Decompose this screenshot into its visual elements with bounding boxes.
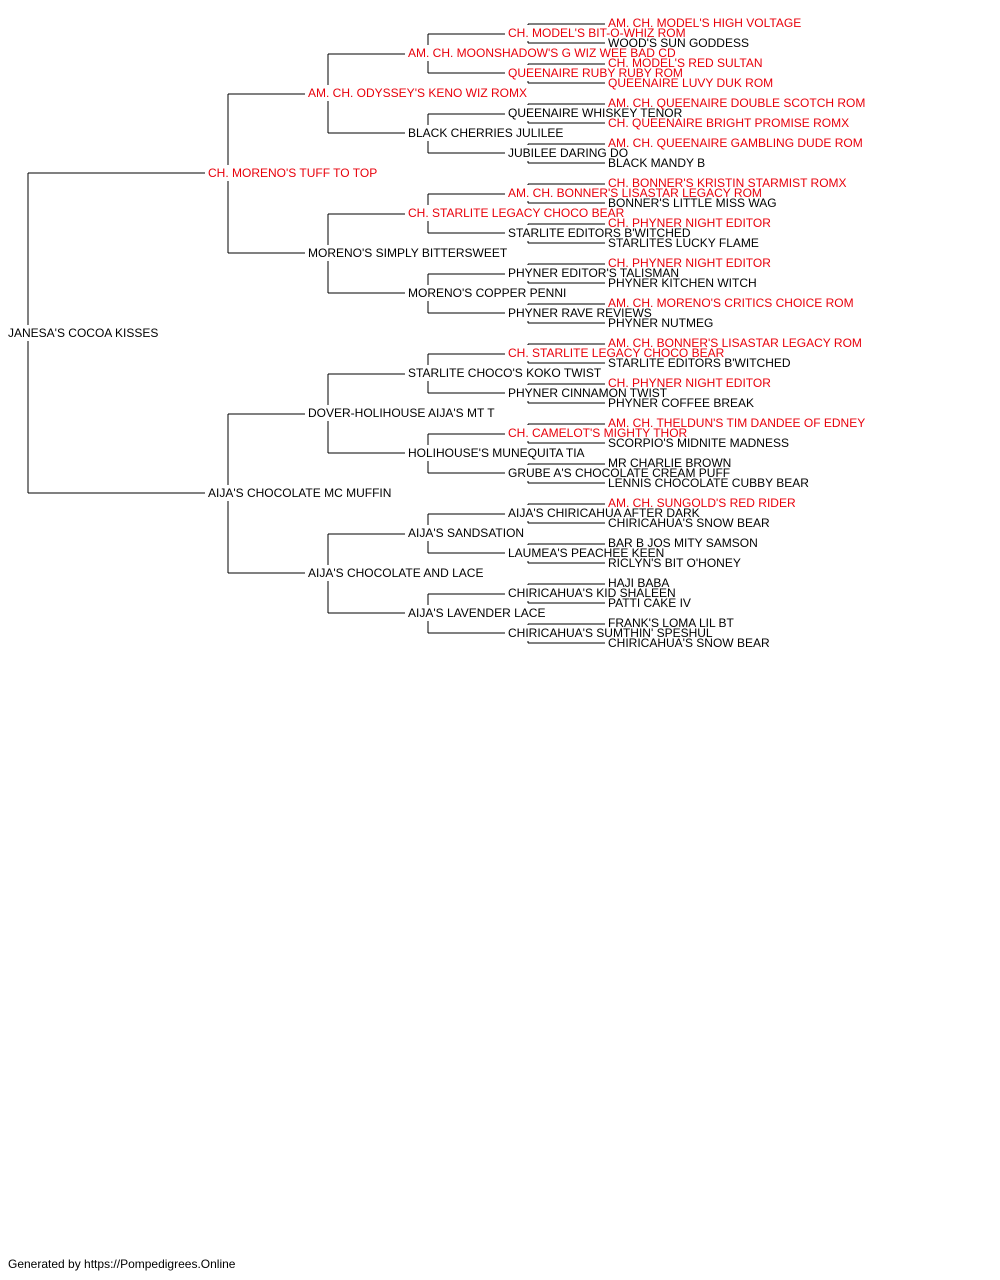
ancestor-name: BAR B JOS MITY SAMSON [608,536,758,550]
ancestor-name: PHYNER RAVE REVIEWS [508,306,652,320]
ancestor-name: FRANK'S LOMA LIL BT [608,616,734,630]
ancestor-name: QUEENAIRE LUVY DUK ROM [608,76,774,90]
ancestor-name: AM. CH. QUEENAIRE DOUBLE SCOTCH ROM [608,96,866,110]
ancestor-name: AM. CH. MODEL'S HIGH VOLTAGE [608,16,802,30]
ancestor-name: AIJA'S CHOCOLATE AND LACE [308,566,484,580]
ancestor-name: RICLYN'S BIT O'HONEY [608,556,741,570]
ancestor-name: AM. CH. MOONSHADOW'S G WIZ WEE BAD CD [408,46,676,60]
ancestor-name: CH. PHYNER NIGHT EDITOR [608,256,771,270]
ancestor-name: MORENO'S COPPER PENNI [408,286,567,300]
ancestor-name: AM. CH. ODYSSEY'S KENO WIZ ROMX [308,86,527,100]
ancestor-name: PATTI CAKE IV [608,596,691,610]
ancestor-name: JUBILEE DARING DO [508,146,629,160]
ancestor-name: AIJA'S SANDSATION [408,526,525,540]
ancestor-name: AM. CH. QUEENAIRE GAMBLING DUDE ROM [608,136,863,150]
ancestor-name: PHYNER KITCHEN WITCH [608,276,757,290]
ancestor-name: CH. PHYNER NIGHT EDITOR [608,216,771,230]
ancestor-name: CH. STARLITE LEGACY CHOCO BEAR [408,206,625,220]
ancestor-name: HAJI BABA [608,576,670,590]
ancestor-name: AM. CH. THELDUN'S TIM DANDEE OF EDNEY [608,416,866,430]
ancestor-name: PHYNER NUTMEG [608,316,714,330]
ancestor-name: CH. CAMELOT'S MIGHTY THOR [508,426,688,440]
ancestor-name: AIJA'S LAVENDER LACE [408,606,546,620]
ancestor-name: AIJA'S CHOCOLATE MC MUFFIN [208,486,392,500]
ancestor-name: AM. CH. SUNGOLD'S RED RIDER [608,496,796,510]
ancestor-name: CH. MODEL'S RED SULTAN [608,56,763,70]
ancestor-name: LAUMEA'S PEACHEE KEEN [508,546,665,560]
ancestor-name: BONNER'S LITTLE MISS WAG [608,196,777,210]
ancestor-name: CHIRICAHUA'S SNOW BEAR [608,516,770,530]
ancestor-name: AIJA'S CHIRICAHUA AFTER DARK [508,506,700,520]
ancestor-name: AM. CH. BONNER'S LISASTAR LEGACY ROM [508,186,762,200]
ancestor-name: WOOD'S SUN GODDESS [608,36,749,50]
ancestor-name: STARLITE CHOCO'S KOKO TWIST [408,366,602,380]
ancestor-name: BLACK MANDY B [608,156,706,170]
ancestor-name: STARLITES LUCKY FLAME [608,236,759,250]
ancestor-name: CHIRICAHUA'S KID SHALEEN [508,586,676,600]
ancestor-name: QUEENAIRE RUBY RUBY ROM [508,66,683,80]
ancestor-name: STARLITE EDITORS B'WITCHED [508,226,691,240]
ancestor-name: CHIRICAHUA'S SUMTHIN' SPESHUL [508,626,713,640]
footer-credit: Generated by https://Pompedigrees.Online [8,1257,236,1271]
ancestor-name: CH. QUEENAIRE BRIGHT PROMISE ROMX [608,116,850,130]
ancestor-name: AM. CH. MORENO'S CRITICS CHOICE ROM [608,296,854,310]
ancestor-name: CH. MORENO'S TUFF TO TOP [208,166,378,180]
ancestor-name: CH. BONNER'S KRISTIN STARMIST ROMX [608,176,847,190]
ancestor-name: DOVER-HOLIHOUSE AIJA'S MT T [308,406,495,420]
ancestor-name: BLACK CHERRIES JULILEE [408,126,564,140]
ancestor-name: CH. MODEL'S BIT-O-WHIZ ROM [508,26,686,40]
ancestor-name: LENNIS CHOCOLATE CUBBY BEAR [608,476,809,490]
ancestor-name: SCORPIO'S MIDNITE MADNESS [608,436,789,450]
ancestor-name: MORENO'S SIMPLY BITTERSWEET [308,246,508,260]
ancestor-name: CHIRICAHUA'S SNOW BEAR [608,636,770,650]
ancestor-name: CH. STARLITE LEGACY CHOCO BEAR [508,346,725,360]
ancestor-name: PHYNER CINNAMON TWIST [508,386,668,400]
ancestor-name: AM. CH. BONNER'S LISASTAR LEGACY ROM [608,336,862,350]
ancestor-name: HOLIHOUSE'S MUNEQUITA TIA [408,446,585,460]
ancestor-name: CH. PHYNER NIGHT EDITOR [608,376,771,390]
ancestor-name: QUEENAIRE WHISKEY TENOR [508,106,683,120]
ancestor-name: STARLITE EDITORS B'WITCHED [608,356,791,370]
ancestor-name: GRUBE A'S CHOCOLATE CREAM PUFF [508,466,731,480]
ancestor-name: MR CHARLIE BROWN [608,456,732,470]
ancestor-name: PHYNER EDITOR'S TALISMAN [508,266,679,280]
subject-dog-name: JANESA'S COCOA KISSES [8,326,159,340]
ancestor-name: PHYNER COFFEE BREAK [608,396,755,410]
